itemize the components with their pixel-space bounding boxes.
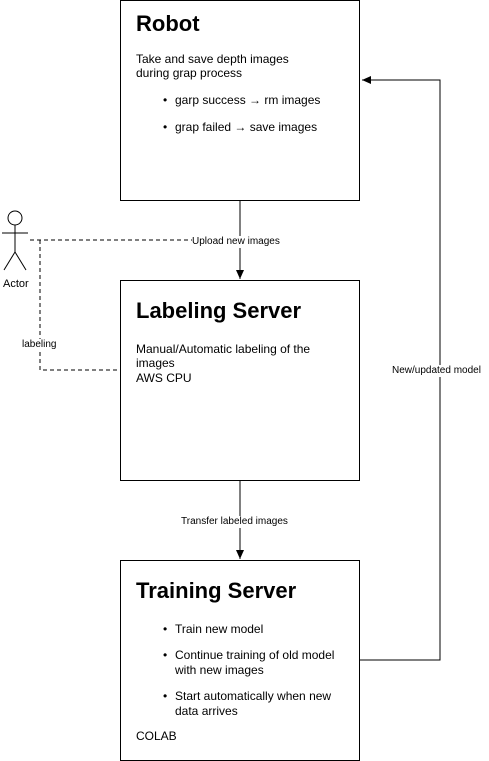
labeling-description: Manual/Automatic labeling of the images <box>136 342 311 370</box>
robot-description: Take and save depth images during grap p… <box>136 52 289 80</box>
training-bullet-list: Train new model Continue training of old… <box>163 622 335 719</box>
edge-transfer-label: Transfer labeled images <box>181 516 288 528</box>
actor-icon <box>2 210 28 271</box>
actor-label: Actor <box>3 278 29 290</box>
training-title: Training Server <box>136 578 297 603</box>
training-bullet-item: Continue training of old model with new … <box>163 648 335 678</box>
training-note: COLAB <box>136 729 177 743</box>
edge-upload-label: Upload new images <box>192 236 280 248</box>
training-server-box: Training Server Train new model Continue… <box>120 560 360 761</box>
edge-model-label: New/updated model <box>392 365 481 377</box>
robot-title: Robot <box>136 11 200 36</box>
labeling-title: Labeling Server <box>136 298 302 323</box>
robot-bullet-item: garp success → rm images <box>163 93 325 108</box>
robot-bullet-item: grap failed → save images <box>163 120 325 135</box>
labeling-server-box: Labeling Server Manual/Automatic labelin… <box>120 280 360 481</box>
edge-labeling-dashed-down <box>39 240 120 371</box>
labeling-note: AWS CPU <box>136 371 192 385</box>
edge-labeling-label: labeling <box>22 339 57 351</box>
training-bullet-item: Start automatically when new data arrive… <box>163 689 335 719</box>
training-bullet-item: Train new model <box>163 622 335 637</box>
robot-bullet-list: garp success → rm images grap failed → s… <box>163 93 325 135</box>
robot-box: Robot Take and save depth images during … <box>120 0 360 201</box>
